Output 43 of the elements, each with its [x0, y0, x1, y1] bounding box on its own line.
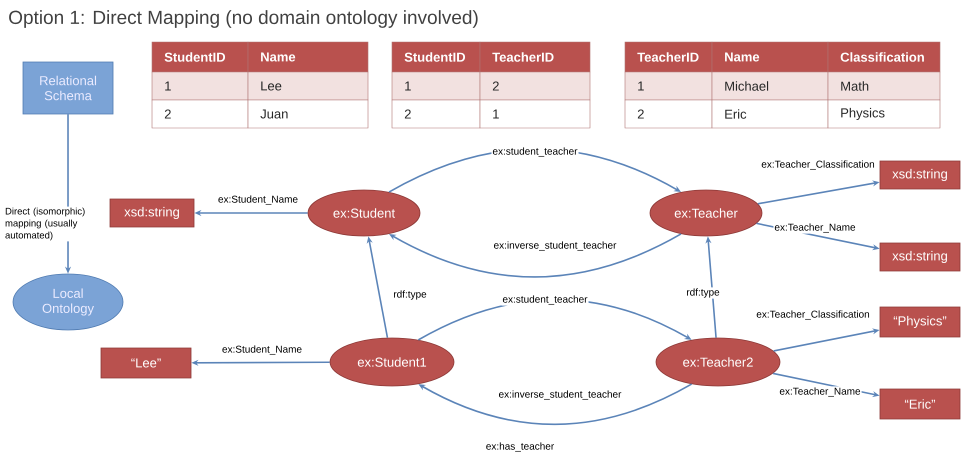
table-header-cell: Name	[248, 42, 368, 72]
edge-label: ex:inverse_student_teacher	[498, 389, 622, 401]
table-cell: 2	[392, 100, 480, 128]
literal-box: “Eric”	[880, 388, 960, 420]
edge-label: ex:Teacher_Name	[773, 222, 857, 234]
edge-text: ex:has_teacher	[486, 442, 554, 452]
table-cell: 2	[152, 100, 248, 128]
edge-label: ex:student_teacher	[491, 146, 579, 158]
edge-label: rdf:type	[685, 287, 721, 299]
edge-label: ex:Student_Name	[216, 194, 300, 206]
table-cell: Physics	[828, 100, 940, 128]
table-cell: 1	[480, 100, 590, 128]
edge-label: rdf:type	[392, 289, 428, 301]
edge-label: ex:Teacher_Name	[778, 386, 862, 398]
literal-box: xsd:string	[880, 242, 960, 272]
table-cell: Lee	[248, 72, 368, 100]
title: Option 1: Direct Mapping (no domain ontology involved)	[9, 10, 478, 28]
table-header-cell: TeacherID	[480, 42, 590, 72]
literal-box: “Physics”	[880, 306, 960, 338]
edge-label: ex:Teacher_Classification	[760, 159, 876, 171]
table-cell: 2	[480, 72, 590, 100]
table-cell: 1	[624, 72, 712, 100]
table-cell: Math	[828, 72, 940, 100]
table-cell: 1	[392, 72, 480, 100]
table-cell: 2	[624, 100, 712, 128]
table-cell: Eric	[712, 100, 828, 128]
table-header-cell: Classification	[828, 42, 940, 72]
table-header-cell: StudentID	[152, 42, 248, 72]
table-cell: 1	[152, 72, 248, 100]
edge-label: ex:Teacher_Classification	[755, 309, 871, 321]
table-header-cell: Name	[712, 42, 828, 72]
table-header-cell: TeacherID	[624, 42, 712, 72]
table-cell: Juan	[248, 100, 368, 128]
relational-schema-box: Relational Schema	[22, 62, 114, 114]
literal-box: xsd:string	[880, 160, 960, 190]
literal-box: “Lee”	[100, 348, 192, 378]
edge-label: ex:inverse_student_teacher	[492, 240, 618, 252]
edge-label: Direct (isomorphic) mapping (usually automated)	[4, 206, 96, 242]
edge-label: ex:Student_Name	[220, 344, 304, 356]
table-cell: Michael	[712, 72, 828, 100]
literal-box: xsd:string	[110, 198, 194, 228]
table-header-cell: StudentID	[392, 42, 480, 72]
edge-label: ex:student_teacher	[501, 294, 589, 306]
